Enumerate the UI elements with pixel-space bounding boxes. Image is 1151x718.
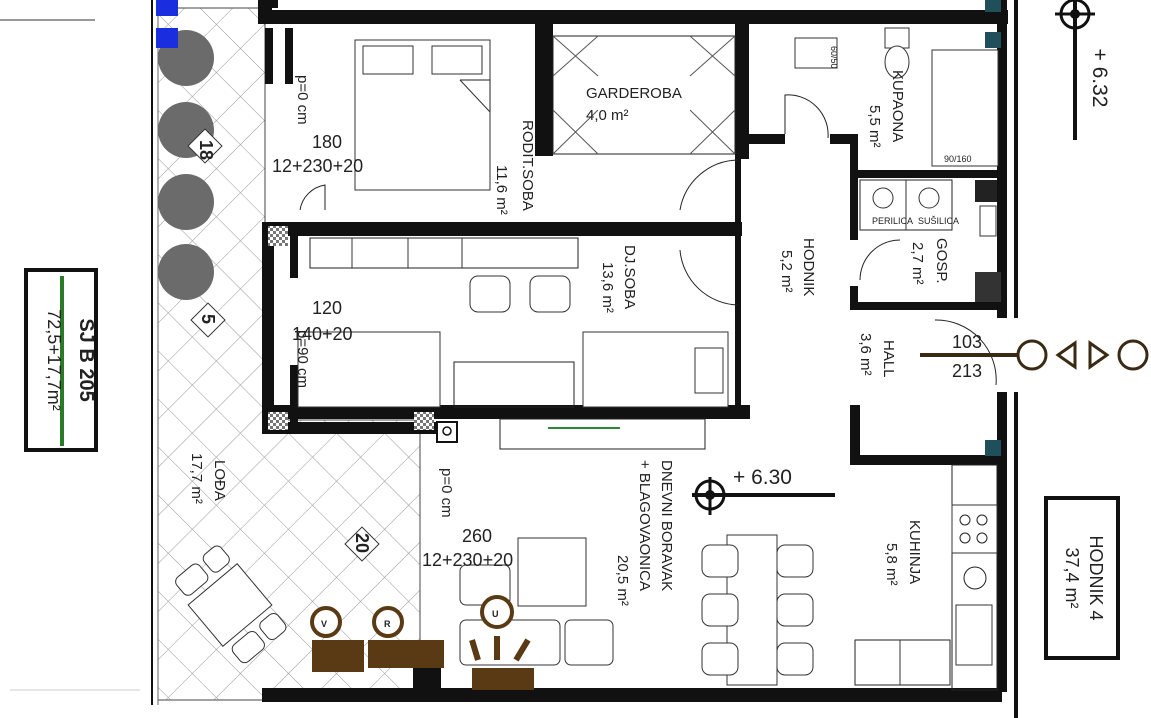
dryer-icon (918, 187, 940, 209)
room-loda-name: LOĐA (211, 460, 228, 501)
plant-icon (158, 174, 214, 230)
room-hodnik-name: HODNIK (800, 238, 817, 296)
room-loda-area: 17,7 m² (188, 453, 205, 504)
room-dnevni-line1: DNEVNI BORAVAK (658, 460, 675, 591)
window-180-parapet: p=0 cm (294, 75, 311, 125)
room-dnevni-area: 20,5 m² (614, 555, 631, 606)
room-kuhinja-area: 5,8 m² (883, 543, 900, 586)
window-260-parapet: p=0 cm (438, 468, 455, 518)
room-hodnik-area: 5,2 m² (778, 250, 795, 293)
level-upper: + 6.32 (1088, 49, 1111, 108)
apartment-code: SJ B 205 (75, 318, 97, 401)
room-kuhinja-name: KUHINJA (906, 520, 923, 584)
coffee-table-icon (517, 537, 587, 607)
marker-5: 5 (198, 314, 218, 324)
apartment-area: 72,5+17,7m² (44, 309, 64, 411)
toilet-icon (884, 27, 910, 49)
chair-icon (776, 642, 814, 676)
chair-icon (776, 544, 814, 578)
tv-unit-icon (312, 640, 364, 672)
washer-label: PERILICA (872, 216, 913, 226)
walls (258, 0, 1018, 718)
window-120-detail: 140+20 (292, 324, 353, 344)
entry-door-marker (920, 339, 1149, 371)
window-180-detail: 12+230+20 (272, 156, 363, 176)
socket-icon (975, 272, 1001, 302)
socket-u-icon (480, 595, 514, 629)
level-main: + 6.30 (733, 466, 792, 489)
corridor-badge (1044, 496, 1120, 660)
socket-v-icon (310, 606, 342, 638)
window-260-width: 260 (462, 526, 492, 546)
room-gosp-name: GOSP. (933, 238, 950, 284)
sink-icon (955, 604, 993, 666)
stove-icon (951, 504, 998, 554)
room-djecja-name: DJ.SOBA (621, 245, 638, 309)
utility-fixtures (859, 179, 1001, 302)
room-roditeljska-area: 11,6 m² (493, 165, 510, 215)
room-kupaona-area: 5,5 m² (866, 105, 883, 148)
socket-r-icon (372, 606, 404, 638)
level-mark-icon (692, 477, 835, 515)
washer-icon (872, 187, 894, 209)
window-260-detail: 12+230+20 (422, 550, 513, 570)
double-bed-icon (354, 39, 491, 191)
socket-r-label: R (384, 619, 391, 629)
outdoor-table-icon (175, 545, 287, 664)
entry-door-height: 213 (952, 361, 982, 381)
bathroom-fixtures (784, 27, 999, 167)
room-dnevni-line2: + BLAGOVAONICA (636, 460, 653, 591)
marker-20: 20 (352, 533, 372, 553)
kitchen-counter (854, 464, 998, 691)
chair-icon (529, 275, 571, 313)
shower-size: 90/160 (944, 154, 972, 164)
chair-icon (701, 642, 739, 676)
socket-icon (975, 180, 997, 202)
room-gosp-area: 2,7 m² (909, 242, 926, 285)
chair-icon (469, 275, 511, 313)
wardrobe-icon (552, 35, 736, 155)
socket-u-label: U (492, 609, 499, 619)
marker-18: 18 (196, 140, 216, 160)
chair-icon (701, 544, 739, 578)
dryer-label: SUŠILICA (918, 216, 959, 226)
door-swing-icon (299, 184, 326, 211)
room-garderoba-area: 4,0 m² (586, 107, 629, 124)
window-180-width: 180 (312, 132, 342, 152)
chair-icon (776, 593, 814, 627)
apartment-badge (24, 268, 98, 452)
corridor-name: HODNIK 4 (1086, 535, 1106, 620)
corridor-area: 37,4 m² (1062, 547, 1082, 608)
room-djecja-area: 13,6 m² (599, 262, 616, 313)
plant-icon (158, 244, 214, 300)
media-sockets (310, 595, 534, 690)
loggia-area (151, 0, 421, 705)
room-hall-area: 3,6 m² (857, 333, 874, 376)
bidet-icon (794, 37, 838, 69)
socket-v-label: V (321, 619, 327, 629)
single-bed-icon (297, 331, 441, 408)
room-kupaona-name: KUPAONA (889, 70, 906, 142)
kids-room-furniture (297, 237, 729, 408)
room-garderoba-name: GARDEROBA (586, 85, 682, 102)
living-furniture (459, 418, 814, 686)
bidet-size: 60/50 (829, 46, 839, 69)
shower-icon (931, 49, 999, 167)
room-hall-name: HALL (880, 340, 897, 378)
room-roditeljska-name: RODIT.SOBA (519, 120, 536, 211)
window-120-width: 120 (312, 298, 342, 318)
level-mark-icon (1055, 0, 1095, 140)
chair-icon (701, 593, 739, 627)
entry-door-width: 103 (952, 332, 982, 352)
window-120-parapet: p=90 cm (294, 330, 311, 388)
